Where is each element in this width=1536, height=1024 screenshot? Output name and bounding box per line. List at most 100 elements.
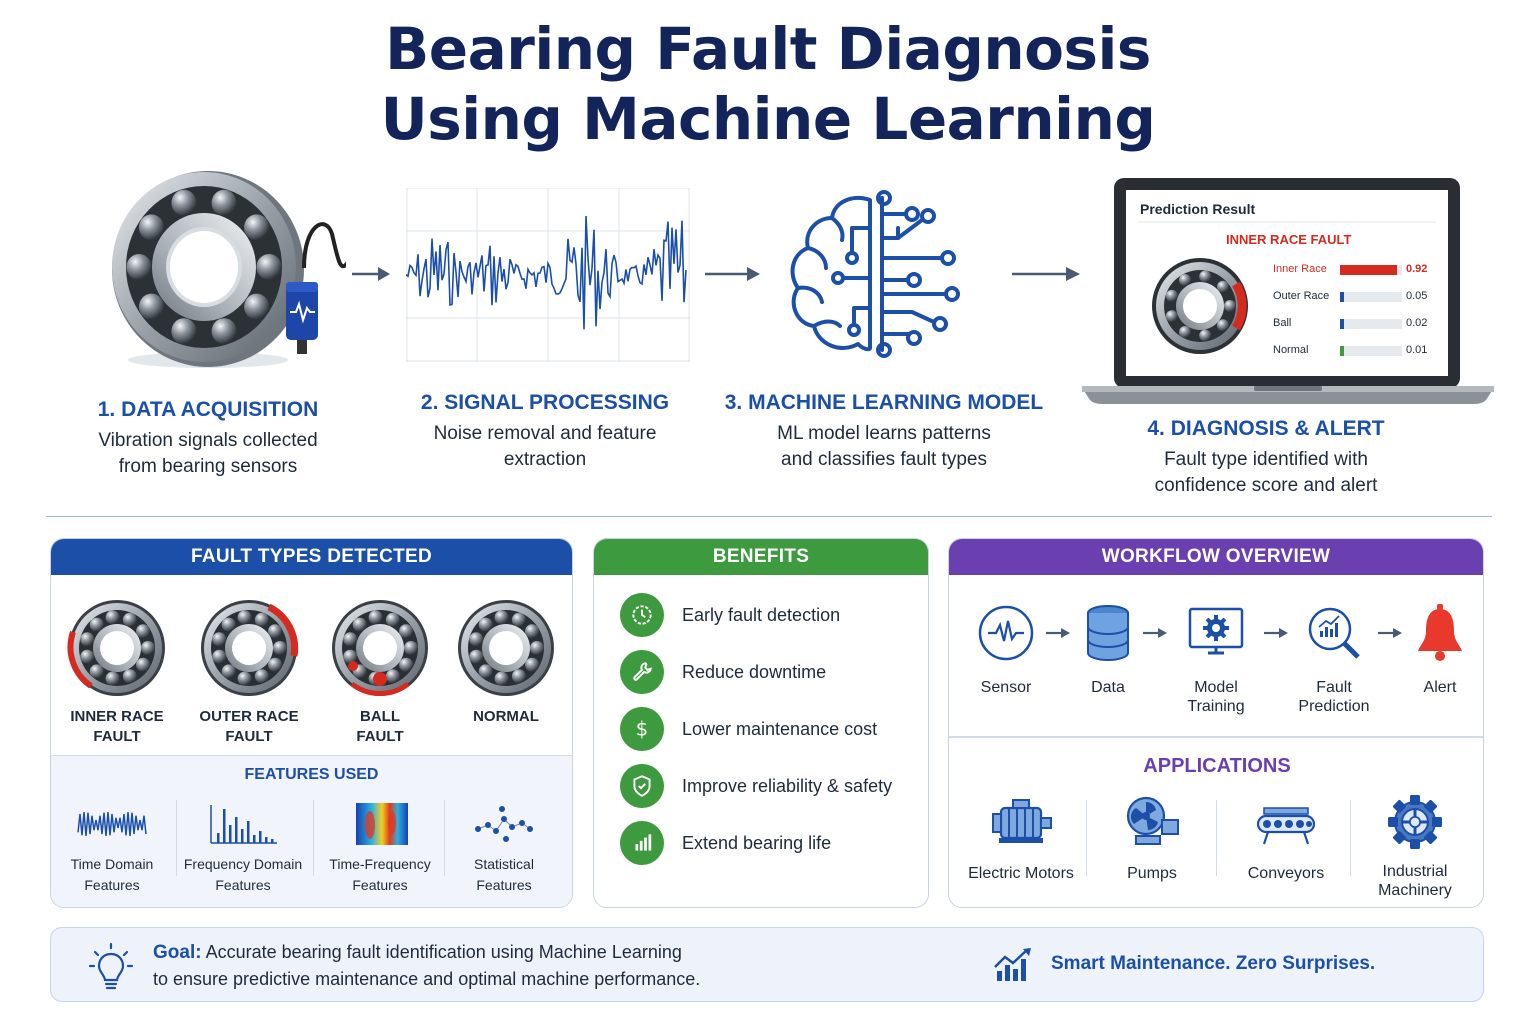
model-training-icon [1188,607,1244,655]
application-label: Conveyors [1221,864,1351,883]
step-4-heading: 4. DIAGNOSIS & ALERT [1147,417,1385,440]
prediction-row-value: 0.92 [1406,263,1428,275]
frequency-domain-icon [210,805,277,844]
feature-label-line-2: Features [476,877,532,893]
wrench-icon [620,650,664,694]
prediction-bar-track [1340,265,1402,275]
application-label-line-1: Industrial [1382,863,1448,880]
workflow-label-line-1: Fault [1316,679,1352,696]
fault-types-heading: FAULT TYPES DETECTED [51,539,572,575]
workflow-label-line-1: Model [1194,679,1238,696]
prediction-row-value: 0.02 [1406,317,1428,329]
electric-motor-icon [992,799,1052,843]
svg-text:$: $ [636,718,648,741]
step-1-desc-line-1: Vibration signals collected [98,430,318,451]
normal-fault-bearing-icon [458,600,554,696]
fault-type-label: NORMAL [446,707,566,727]
fault-type-label-line-1: BALL [360,708,400,725]
application-label-line-2: Machinery [1378,882,1452,899]
conveyor-icon [1256,807,1316,845]
flow-arrow-2 [705,267,760,281]
step-3-desc-line-2: and classifies fault types [781,449,987,470]
industrial-gear-icon [1388,795,1442,849]
vibration-waveform [406,188,690,362]
pump-icon [1126,796,1179,845]
application-divider [1086,800,1087,876]
workflow-arrow [1046,628,1070,638]
workflow-arrow [1264,628,1288,638]
database-icon [1087,605,1129,661]
section-divider [46,516,1492,517]
feature-label-line-1: Time-Frequency [329,856,431,872]
workflow-separator [949,736,1483,738]
prediction-fault: INNER RACE FAULT [1226,232,1352,247]
feature-label-line-1: Frequency Domain [183,856,303,872]
feature-label-line-1: Statistical [474,856,534,872]
time-frequency-icon [356,803,408,845]
benefits-heading: BENEFITS [594,539,928,575]
step-1-desc-line-2: from bearing sensors [118,456,298,477]
workflow-label-line-1: Alert [1423,679,1457,696]
prediction-title: Prediction Result [1140,201,1256,217]
inner-fault-bearing-icon [67,600,165,696]
title-line-2: Using Machine Learning [380,85,1156,153]
brain-network-icon [790,190,960,358]
flow-arrow-1 [352,267,390,281]
workflow-label: Data [1053,678,1163,697]
prediction-row-label: Inner Race [1273,263,1327,275]
benefit-item: Extend bearing life [620,821,831,865]
time-domain-icon [77,812,147,836]
workflow-label: Sensor [951,678,1061,697]
step-2-desc-line-1: Noise removal and feature [433,423,657,444]
bar-chart-icon [620,821,664,865]
benefit-item: $Lower maintenance cost [620,707,877,751]
alert-bell-icon [1418,604,1462,661]
application-label: Pumps [1087,864,1217,883]
prediction-bar-track [1340,346,1402,356]
workflow-arrow [1378,628,1402,638]
fault-prediction-icon [1308,607,1360,659]
bearing-sensor-illustration [112,171,346,368]
application-label: Electric Motors [956,864,1086,883]
workflow-label-line-2: Prediction [1298,698,1370,715]
workflow-label: Alert [1385,678,1495,697]
feature-label-line-2: Features [352,877,408,893]
workflow-label-line-1: Data [1091,679,1125,696]
statistical-icon [475,806,533,842]
fault-types-panel: FAULT TYPES DETECTED [50,538,573,908]
step-4-desc-line-2: confidence score and alert [1154,475,1378,496]
ball-fault-bearing-icon [332,600,428,696]
step-2-heading: 2. SIGNAL PROCESSING [420,391,670,414]
prediction-row-label: Outer Race [1273,290,1330,302]
application-label-line-1: Electric Motors [968,865,1074,882]
step-3-heading: 3. MACHINE LEARNING MODEL [724,391,1044,414]
benefit-item: Early fault detection [620,593,840,637]
laptop-illustration [1082,178,1494,404]
application-divider [1216,800,1217,876]
prediction-bar-fill [1340,265,1398,275]
feature-divider [313,800,314,876]
step-4-description: Fault type identified with confidence sc… [1116,447,1416,499]
step-3-description: ML model learns patterns and classifies … [734,421,1034,473]
workflow-heading: WORKFLOW OVERVIEW [949,539,1483,575]
workflow-arrow [1143,628,1167,638]
outer-fault-bearing-icon [201,600,299,696]
fault-type-label-line-2: FAULT [93,728,141,745]
fault-type-label: BALL FAULT [320,707,440,747]
fault-type-label-line-2: FAULT [356,728,404,745]
prediction-row-value: 0.05 [1406,290,1428,302]
goal-label: Goal: [153,942,202,963]
step-4-desc-line-1: Fault type identified with [1164,449,1368,470]
sensor-icon [978,605,1034,661]
benefit-text: Extend bearing life [682,832,832,853]
step-3-desc-line-1: ML model learns patterns [777,423,991,444]
page-title: Bearing Fault Diagnosis Using Machine Le… [0,14,1536,154]
